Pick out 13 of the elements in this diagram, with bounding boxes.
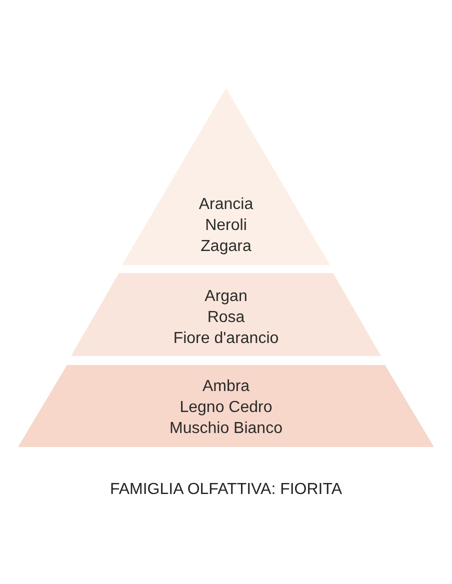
pyramid-tier	[122, 88, 330, 265]
ingredient-label: Rosa	[207, 308, 245, 328]
pyramid-tier	[71, 273, 381, 356]
ingredient-label: Neroli	[205, 216, 247, 236]
ingredient-label: Arancia	[198, 195, 254, 215]
pyramid-tier	[18, 365, 434, 447]
ingredient-label: Argan	[204, 287, 248, 307]
ingredient-label: Muschio Bianco	[170, 419, 282, 439]
ingredient-label: Fiore d'arancio	[173, 329, 279, 349]
caption: FAMIGLIA OLFATTIVA: FIORITA	[108, 481, 344, 499]
ingredient-label: Zagara	[200, 237, 252, 257]
ingredient-label: Legno Cedro	[180, 398, 272, 418]
ingredient-label: Ambra	[202, 377, 250, 397]
